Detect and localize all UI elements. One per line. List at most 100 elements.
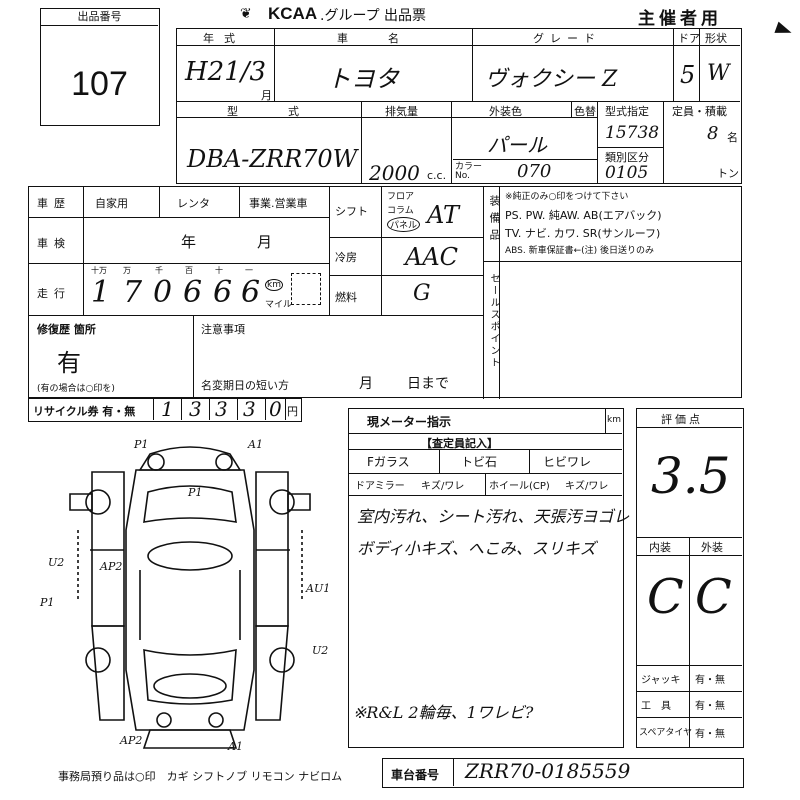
digit-label-1k: 千 [155, 266, 163, 275]
mileage-digit: 6 [183, 275, 203, 310]
recycle-digit: 3 [189, 397, 202, 421]
shape-value: W [707, 61, 730, 86]
recycle-block: リサイクル券 有・無 1 3 3 3 0 円 [28, 397, 302, 422]
jack-label: ジャッキ [641, 675, 681, 686]
shift-option-panel: パネル [387, 217, 421, 232]
year-value: H21/3 [185, 57, 267, 87]
capacity-label: 定員・積載 [672, 105, 727, 118]
digit-label-1: 一 [245, 266, 253, 275]
damage-mark: U2 [312, 644, 329, 657]
door-mirror-label: ドアミラー [355, 481, 405, 492]
doors-value: 5 [680, 61, 696, 89]
year-month-suffix: 月 [261, 89, 272, 102]
mileage-label: 走行 [37, 287, 71, 300]
dragon-icon: ❦ [240, 6, 252, 22]
interior-value: C [647, 569, 684, 625]
mileage-digit: 1 [91, 275, 111, 310]
equipment-line-1: PS. PW. 純AW. AB(エアバック) [505, 209, 662, 222]
form-title: .グループ 出品票 [320, 8, 427, 24]
category-value: 0105 [605, 163, 649, 183]
assessment-handwritten-3: ※R&L 2輪毎、1ワレビ? [353, 703, 534, 722]
capacity-value: 8 [707, 123, 719, 144]
lot-number-value: 107 [71, 65, 128, 103]
repair-note: (有の場合は○印を) [37, 384, 115, 394]
glass-label: Fガラス [367, 455, 410, 469]
equipment-line-2: TV. ナビ. カワ. SR(サンルーフ) [505, 227, 661, 240]
name-change-month: 月 [359, 376, 373, 392]
jack-option[interactable]: 有・無 [695, 675, 725, 686]
meter-label: 現メーター指示 [367, 415, 452, 429]
digit-label-10: 十 [215, 266, 223, 275]
model-value: DBA-ZRR70W [187, 145, 358, 173]
wheel-scratch: キズ/ワレ [565, 481, 609, 492]
displacement-value: 2000 [369, 161, 420, 185]
interior-label: 内装 [649, 541, 671, 554]
corner-marker [774, 21, 794, 39]
color-no-label: カラーNo. [455, 162, 483, 181]
shift-label: シフト [335, 205, 368, 218]
damage-mark: A1 [228, 740, 243, 753]
logo-kcaa: KCAA [268, 4, 318, 23]
digit-label-100: 百 [185, 266, 193, 275]
lot-number-label: 出品番号 [41, 9, 158, 26]
fuel-label: 燃料 [335, 291, 357, 304]
mileage-digit: 7 [123, 275, 143, 310]
shape-label: 形状 [705, 32, 727, 45]
assessment-header: 【査定員記入】 [421, 437, 498, 450]
organizer-label: 主催者用 [638, 9, 722, 29]
capacity-unit: 名 [727, 131, 738, 144]
recycle-digit: 3 [215, 397, 228, 421]
color-change-label: 色替 [574, 105, 596, 118]
displacement-unit: c.c. [427, 169, 447, 182]
assessment-block: 現メーター指示 km 【査定員記入】 Fガラス トビ石 ヒビワレ ドアミラー キ… [348, 408, 629, 748]
recycle-label: リサイクル券 有・無 [33, 405, 136, 418]
load-unit: トン [717, 167, 739, 180]
ac-value: AAC [405, 243, 459, 271]
notes-label: 注意事項 [201, 323, 245, 336]
score-block: 評価点 3.5 内装 外装 C C ジャッキ 有・無 工具 有・無 スペアタイヤ… [636, 408, 744, 748]
mileage-digit: 6 [241, 275, 261, 310]
repair-label: 修復歴 箇所 [37, 323, 96, 336]
chassis-block: 車台番号 ZRR70-0185559 [382, 758, 744, 788]
exterior-value: C [695, 569, 732, 625]
office-note: 事務局預り品は○印 カギ シフトノブ リモコン ナビロム [58, 770, 343, 783]
inspection-month: 月 [257, 233, 273, 251]
name-change-label: 名変期日の短い方 [201, 379, 289, 392]
damage-mark: P1 [40, 596, 55, 609]
grade-label: グレード [533, 32, 601, 45]
displacement-label: 排気量 [385, 105, 418, 118]
history-option-private: 自家用 [95, 197, 128, 210]
recycle-unit: 円 [287, 405, 298, 418]
sales-point-label: セールスポイント [488, 273, 499, 369]
damage-mark: U2 [48, 556, 65, 569]
shift-value: AT [427, 201, 460, 229]
shift-option-floor: フロア [387, 192, 415, 202]
chassis-label: 車台番号 [391, 768, 440, 782]
mile-box [291, 273, 321, 305]
damage-mark: AU1 [306, 582, 331, 595]
score-label: 評価点 [661, 413, 703, 426]
damage-mark: A1 [248, 438, 263, 451]
spare-option[interactable]: 有・無 [695, 729, 725, 740]
doors-label: ドア [678, 32, 700, 45]
fuel-value: G [413, 281, 431, 306]
assessment-handwritten-1: 室内汚れ、シート汚れ、天張汚ヨゴレ [357, 507, 630, 526]
equipment-note: ※純正のみ○印をつけて下さい [505, 192, 629, 202]
grade-value: ヴォクシー Z [485, 67, 618, 92]
equipment-line-3: ABS. 新車保証書←(注) 後日送りのみ [505, 246, 655, 256]
recycle-digit: 0 [269, 397, 282, 421]
inspection-label: 車検 [37, 237, 71, 250]
damage-mark: P1 [134, 438, 149, 451]
glass-item-crack: ヒビワレ [543, 455, 592, 469]
tools-option[interactable]: 有・無 [695, 701, 725, 712]
damage-mark: AP2 [120, 734, 143, 747]
wheel-label: ホイール(CP) [489, 481, 550, 492]
color-label: 外装色 [489, 105, 522, 118]
score-value: 3.5 [651, 447, 731, 505]
glass-item-chip: トビ石 [461, 455, 498, 469]
make-label: 車名 [337, 32, 439, 45]
inspection-year: 年 [181, 233, 197, 251]
digit-label-100k: 十万 [91, 266, 107, 275]
recycle-digit: 3 [243, 397, 256, 421]
equipment-label: 装備品 [488, 195, 501, 246]
